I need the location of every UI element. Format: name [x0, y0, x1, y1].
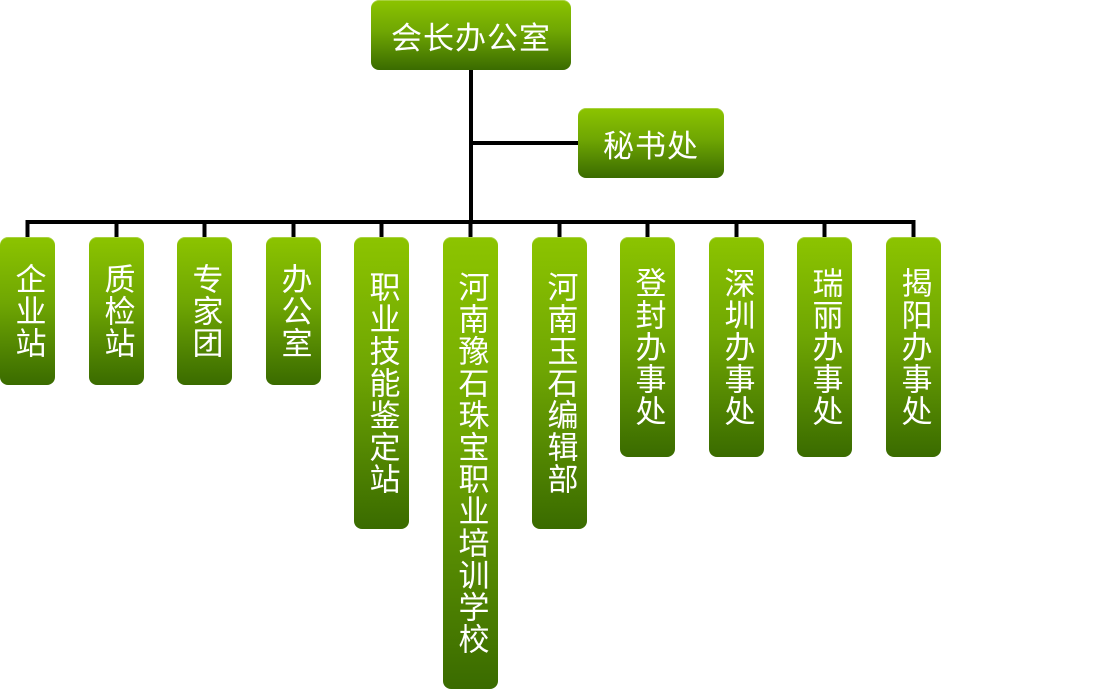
department-node[interactable]: 职业技能鉴定站	[354, 237, 409, 529]
department-node-label: 河南玉石编辑部	[541, 271, 578, 495]
department-node-label: 企业站	[9, 263, 46, 359]
department-node[interactable]: 揭阳办事处	[886, 237, 941, 457]
department-node[interactable]: 深圳办事处	[709, 237, 764, 457]
department-node-label: 深圳办事处	[718, 267, 755, 427]
department-node[interactable]: 河南玉石编辑部	[532, 237, 587, 529]
department-node[interactable]: 登封办事处	[620, 237, 675, 457]
department-node[interactable]: 专家团	[177, 237, 232, 385]
root-node-president-office[interactable]: 会长办公室	[371, 0, 571, 70]
department-node[interactable]: 瑞丽办事处	[797, 237, 852, 457]
assistant-node-label: 秘书处	[603, 128, 699, 165]
department-node[interactable]: 河南豫石珠宝职业培训学校	[443, 237, 498, 689]
department-node-label: 揭阳办事处	[895, 267, 932, 427]
department-node[interactable]: 质检站	[89, 237, 144, 385]
assistant-node-secretariat[interactable]: 秘书处	[578, 108, 724, 178]
root-node-label: 会长办公室	[391, 20, 551, 57]
department-node-label: 瑞丽办事处	[806, 267, 843, 427]
department-node-label: 专家团	[186, 263, 223, 359]
department-node-label: 登封办事处	[629, 267, 666, 427]
department-node[interactable]: 企业站	[0, 237, 55, 385]
department-node[interactable]: 办公室	[266, 237, 321, 385]
department-node-label: 质检站	[98, 263, 135, 359]
department-node-label: 河南豫石珠宝职业培训学校	[452, 271, 489, 655]
department-node-label: 办公室	[275, 263, 312, 359]
department-node-label: 职业技能鉴定站	[363, 271, 400, 495]
